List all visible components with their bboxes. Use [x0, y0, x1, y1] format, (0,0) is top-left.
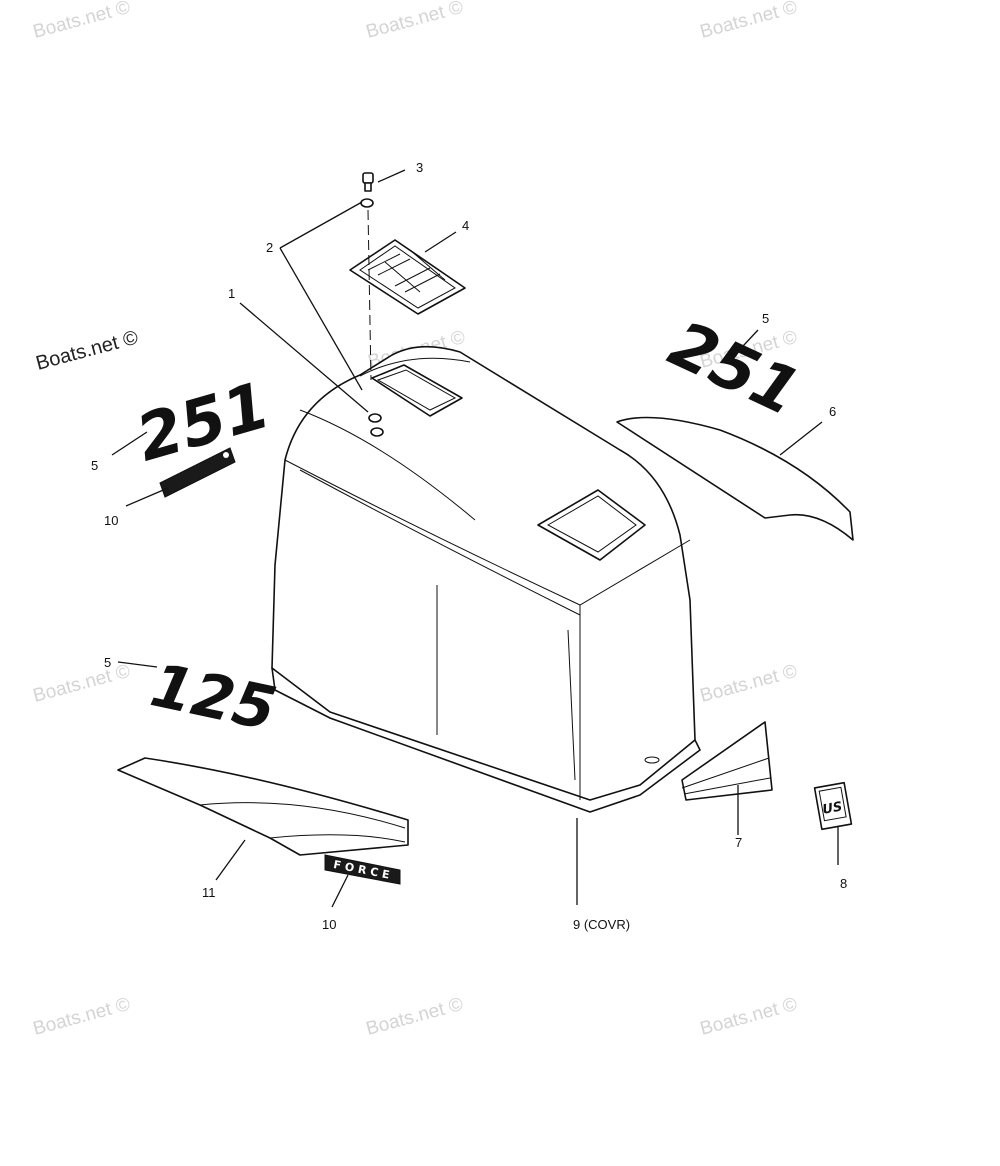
engine-cover: [271, 345, 701, 813]
model-decal-right: 251: [658, 307, 810, 431]
handle-pad: [349, 239, 466, 315]
callout-10-upper: 10: [104, 513, 118, 528]
model-decal-lower: 125: [145, 650, 282, 745]
callout-4: 4: [462, 218, 469, 233]
brand-badge-upper: [159, 447, 236, 498]
brand-badge-lower: FORCE: [324, 854, 401, 885]
callout-1: 1: [228, 286, 235, 301]
callout-7: 7: [735, 835, 742, 850]
callout-9: 9 (COVR): [573, 917, 630, 932]
country-badge: US: [813, 781, 853, 831]
callout-2: 2: [266, 240, 273, 255]
screw: [362, 172, 374, 192]
stripe-decal-small: [681, 721, 773, 801]
callout-5-lower: 5: [104, 655, 111, 670]
watermark: Boats.net ©: [698, 661, 800, 707]
watermark: Boats.net ©: [31, 661, 133, 707]
brand-badge-text: FORCE: [332, 858, 394, 882]
stripe-decal-right: [616, 416, 854, 541]
watermark: Boats.net ©: [698, 994, 800, 1040]
watermark: Boats.net ©: [31, 994, 133, 1040]
callout-8: 8: [840, 876, 847, 891]
stripe-decal-left: [117, 757, 409, 856]
model-decal-left: 251: [129, 369, 278, 477]
watermark: Boats.net ©: [364, 994, 466, 1040]
callout-10-lower: 10: [322, 917, 336, 932]
watermark: Boats.net ©: [698, 0, 800, 43]
watermark: Boats.net ©: [364, 0, 466, 43]
callout-5-left: 5: [91, 458, 98, 473]
country-badge-text: US: [821, 800, 843, 818]
callout-6: 6: [829, 404, 836, 419]
washer: [360, 198, 374, 208]
watermark: Boats.net ©: [31, 0, 133, 43]
callout-3: 3: [416, 160, 423, 175]
callout-5-right: 5: [762, 311, 769, 326]
callout-11: 11: [202, 885, 216, 900]
watermark-primary: Boats.net ©: [34, 326, 141, 374]
leader-lines: [111, 169, 839, 908]
